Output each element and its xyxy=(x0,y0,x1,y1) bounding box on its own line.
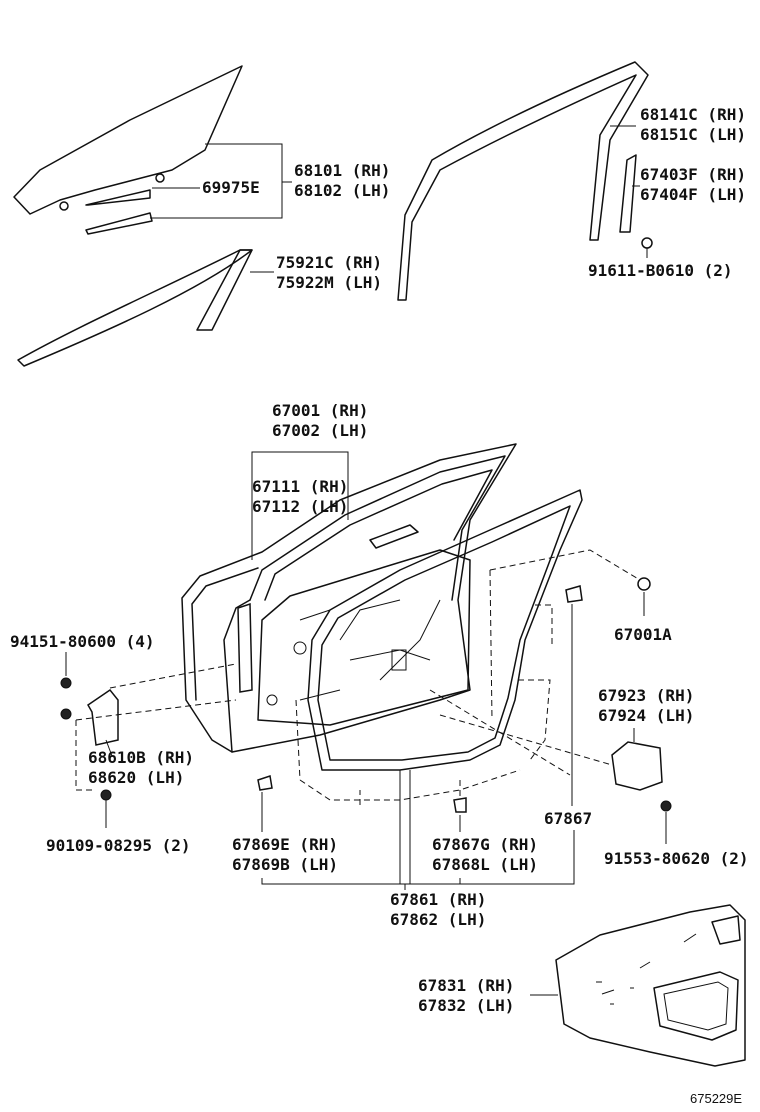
weatherstrip-leaders xyxy=(261,604,575,890)
belt-moulding-drawing xyxy=(17,249,253,367)
service-clip-label-rh: 67923 (RH) xyxy=(598,686,694,705)
rear-channel-label-lh: 67404F (LH) xyxy=(640,185,746,204)
service-clip-label-lh: 67924 (LH) xyxy=(598,706,694,725)
weatherstrip-clips xyxy=(257,585,583,813)
hinge-bolt-label: 94151-80600 (4) xyxy=(10,632,155,651)
run-channel-drawing xyxy=(397,61,653,301)
illustration-ref: 675229E xyxy=(690,1091,742,1106)
clip-screw-label: 91553-80620 (2) xyxy=(604,849,749,868)
belt-moulding-label-rh: 75921C (RH) xyxy=(276,253,382,272)
door-check-label-lh: 68620 (LH) xyxy=(88,768,184,787)
door-shell-drawing xyxy=(181,443,517,753)
window-glass-label-rh: 68101 (RH) xyxy=(294,161,390,180)
weatherstrip-clip-a-label-lh: 67869B (LH) xyxy=(232,855,338,874)
weatherstrip-drawing xyxy=(307,489,583,771)
window-glass-leader xyxy=(150,143,292,219)
weatherstrip-clip-c-label: 67867 xyxy=(544,809,592,828)
weatherstrip-clip-a-label-rh: 67869E (RH) xyxy=(232,835,338,854)
trim-panel-label-rh: 67831 (RH) xyxy=(418,976,514,995)
door-plug-drawing xyxy=(637,577,651,591)
glass-channel-label: 69975E xyxy=(202,178,260,197)
door-weatherstrip-label-rh: 67861 (RH) xyxy=(390,890,486,909)
window-glass-label-lh: 68102 (LH) xyxy=(294,181,390,200)
service-clip-drawing xyxy=(611,741,672,812)
door-weatherstrip-label-lh: 67862 (LH) xyxy=(390,910,486,929)
door-panel-leader xyxy=(251,451,349,560)
check-bolt-label: 90109-08295 (2) xyxy=(46,836,191,855)
trim-panel-label-lh: 67832 (LH) xyxy=(418,996,514,1015)
hinge-bolt-leaders xyxy=(65,652,113,828)
weatherstrip-clip-b-label-lh: 67868L (LH) xyxy=(432,855,538,874)
channel-bolt-label: 91611-B0610 (2) xyxy=(588,261,733,280)
door-panel-label-lh: 67002 (LH) xyxy=(272,421,368,440)
weatherstrip-clip-b-label-rh: 67867G (RH) xyxy=(432,835,538,854)
run-channel-leaders xyxy=(610,125,648,258)
run-channel-label-lh: 68151C (LH) xyxy=(640,125,746,144)
belt-moulding-label-lh: 75922M (LH) xyxy=(276,273,382,292)
window-glass-drawing xyxy=(13,65,243,235)
door-frame-label-rh: 67111 (RH) xyxy=(252,477,348,496)
door-check-drawing xyxy=(60,663,237,801)
door-frame-label-lh: 67112 (LH) xyxy=(252,497,348,516)
door-check-label-rh: 68610B (RH) xyxy=(88,748,194,767)
weatherstrip-dashes xyxy=(295,549,641,805)
rear-channel-label-rh: 67403F (RH) xyxy=(640,165,746,184)
door-panel-label-rh: 67001 (RH) xyxy=(272,401,368,420)
door-plug-label: 67001A xyxy=(614,625,672,644)
run-channel-label-rh: 68141C (RH) xyxy=(640,105,746,124)
trim-panel-drawing xyxy=(555,904,746,1067)
